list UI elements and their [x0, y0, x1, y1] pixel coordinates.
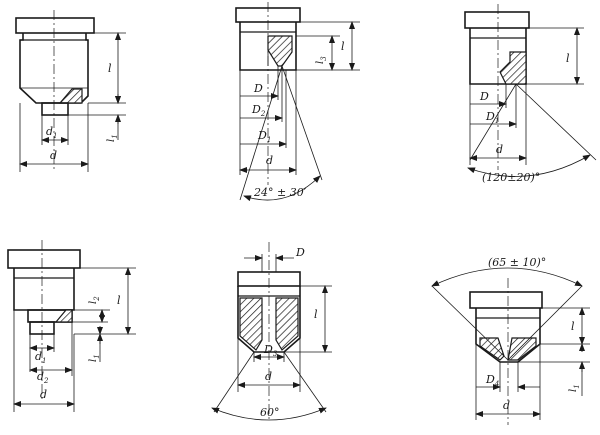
- label-D: D: [479, 90, 489, 103]
- label-angle: (120±20)°: [482, 171, 540, 184]
- label-D1: D1: [257, 129, 271, 144]
- body: [13, 268, 75, 311]
- label-D: D: [295, 246, 305, 259]
- label-l3: l3: [315, 56, 328, 64]
- label-d1: d1: [35, 350, 47, 365]
- seat-hatch: [507, 337, 537, 361]
- label-angle: 24° ± 30′: [253, 186, 307, 199]
- label-l: l: [341, 40, 345, 53]
- label-l1: l1: [568, 384, 581, 392]
- cap: [464, 11, 530, 29]
- view-1: l l1 d1 d: [15, 10, 126, 172]
- seat-hatch: [499, 51, 527, 85]
- label-l: l: [108, 62, 112, 75]
- label-d: d: [496, 143, 503, 156]
- label-angle: (65 ± 10)°: [488, 256, 546, 269]
- label-angle: 60°: [260, 406, 280, 419]
- label-D1: D1: [485, 110, 499, 125]
- view-3: l D D1 d (120±20)°: [464, 4, 597, 184]
- body: [475, 308, 541, 363]
- nozzle: [41, 102, 69, 116]
- label-d: d: [503, 399, 510, 412]
- cap: [15, 17, 95, 34]
- label-l: l: [117, 294, 121, 307]
- label-d: d: [265, 370, 272, 383]
- view-5: D l D3 d 60°: [211, 242, 332, 421]
- label-d: d: [40, 388, 47, 401]
- cap: [469, 291, 543, 309]
- seat-hatch: [267, 35, 293, 67]
- seat-hatch-right: [275, 297, 299, 351]
- label-D3: D3: [263, 343, 278, 358]
- seat-hatch-left: [239, 297, 263, 351]
- seat-hatch-left: [479, 337, 505, 361]
- cap: [7, 249, 81, 269]
- label-d: d: [50, 149, 57, 162]
- label-d1: d1: [46, 125, 58, 140]
- seat-hatch: [54, 309, 73, 323]
- label-l2: l2: [88, 296, 101, 304]
- label-l1: l1: [106, 134, 119, 142]
- seat-hatch: [58, 88, 83, 104]
- label-D4: D4: [485, 373, 499, 388]
- label-d: d: [266, 154, 273, 167]
- label-D2: D2: [251, 103, 266, 118]
- view-6: (65 ± 10)° l l1 D4 d: [431, 256, 590, 425]
- label-l: l: [314, 308, 318, 321]
- label-l1: l1: [88, 354, 101, 362]
- view-4: l l2 l1 d1 d2 d: [7, 240, 136, 412]
- label-d2: d2: [37, 370, 49, 385]
- view-2: l l3 D D2 D1 d 24° ± 30′: [235, 2, 360, 202]
- label-D: D: [253, 82, 263, 95]
- label-l: l: [566, 52, 570, 65]
- label-l: l: [571, 320, 575, 333]
